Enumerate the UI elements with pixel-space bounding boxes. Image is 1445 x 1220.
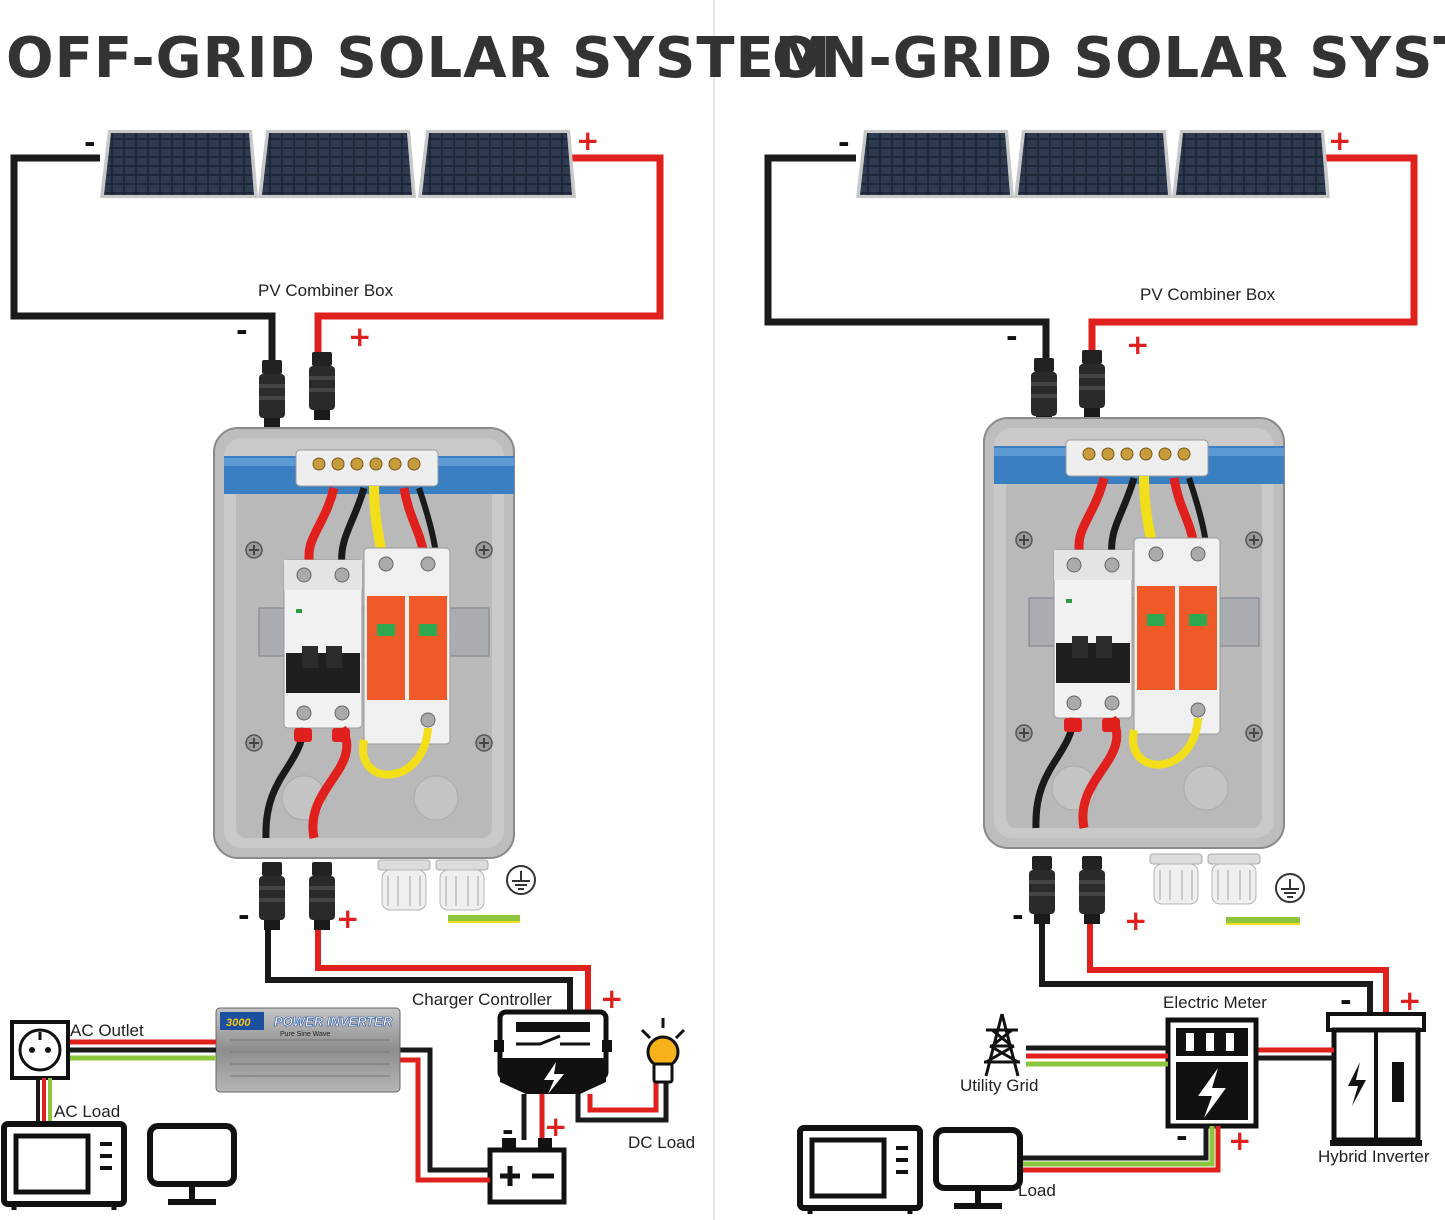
- mc4-connector-icon: [1079, 350, 1105, 418]
- negative-string-wire: [764, 154, 1050, 380]
- off-grid-section: OFF-GRID SOLAR SYSTEM - + PV Combiner Bo…: [4, 26, 832, 1210]
- ground-icon: [1275, 873, 1305, 903]
- output-minus-sign: -: [238, 899, 250, 932]
- dc-load-label: DC Load: [628, 1133, 695, 1152]
- cable-gland-icon: [377, 859, 431, 911]
- panel-minus-sign: -: [838, 126, 850, 159]
- hybrid-plus-sign: +: [1398, 984, 1421, 1017]
- ac-outlet-label: AC Outlet: [70, 1021, 144, 1040]
- combiner-box-label: PV Combiner Box: [258, 281, 394, 300]
- electric-meter-icon: [1165, 1017, 1259, 1129]
- combiner-plus-sign: +: [1126, 328, 1149, 361]
- combiner-box: [984, 418, 1284, 848]
- monitor-icon: [936, 1130, 1020, 1206]
- negative-output-wire: [1039, 924, 1373, 1016]
- on-grid-title: ON-GRID SOLAR SYSTEM: [772, 26, 1445, 91]
- meter-minus-sign: -: [1176, 1120, 1188, 1153]
- electric-meter-label: Electric Meter: [1163, 993, 1267, 1012]
- microwave-icon: [4, 1124, 124, 1210]
- inverter-subtitle: Pure Sine Wave: [280, 1031, 330, 1038]
- solar-panel-icon: [856, 130, 1014, 198]
- load-label: Load: [1018, 1181, 1056, 1200]
- on-grid-section: ON-GRID SOLAR SYSTEM - + PV Combiner Box…: [764, 26, 1445, 1214]
- mc4-connector-icon: [309, 352, 335, 420]
- positive-output-wire: [1087, 924, 1389, 1016]
- utility-tower-icon: [984, 1013, 1020, 1077]
- mc4-connector-icon: [1031, 358, 1057, 426]
- combiner-minus-sign: -: [236, 314, 248, 347]
- light-bulb-icon: [640, 1018, 686, 1084]
- combiner-minus-sign: -: [1006, 320, 1018, 353]
- solar-panel-icon: [1172, 130, 1330, 198]
- negative-output-wire: [265, 930, 573, 1016]
- output-minus-sign: -: [1012, 899, 1024, 932]
- solar-panel-icon: [258, 130, 416, 198]
- battery-plus-sign: +: [544, 1110, 567, 1143]
- mc4-connector-icon: [1079, 856, 1105, 924]
- combiner-box: [214, 428, 514, 858]
- monitor-icon: [150, 1126, 234, 1202]
- battery-icon: [487, 1138, 567, 1205]
- solar-panel-icon: [418, 130, 576, 198]
- mc4-connector-icon: [1029, 856, 1055, 924]
- hybrid-inverter-icon: [1326, 1012, 1426, 1146]
- off-grid-title: OFF-GRID SOLAR SYSTEM: [6, 26, 832, 91]
- dc-load-wire: [575, 1080, 669, 1123]
- microwave-icon: [800, 1128, 920, 1214]
- ac-load-label: AC Load: [54, 1102, 120, 1121]
- power-inverter-icon: [215, 1007, 401, 1093]
- panel-plus-sign: +: [576, 124, 599, 157]
- output-plus-sign: +: [336, 902, 359, 935]
- inverter-brand-text: POWER INVERTER: [274, 1014, 393, 1029]
- hybrid-inverter-label: Hybrid Inverter: [1318, 1147, 1430, 1166]
- combiner-plus-sign: +: [348, 320, 371, 353]
- ground-icon: [506, 865, 536, 895]
- solar-panel-icon: [100, 130, 258, 198]
- meter-plus-sign: +: [1228, 1124, 1251, 1157]
- positive-string-wire: [1088, 154, 1418, 380]
- positive-string-wire: [314, 154, 664, 380]
- charger-plus-sign: +: [600, 982, 623, 1015]
- cable-gland-icon: [435, 859, 489, 911]
- solar-panel-icon: [1014, 130, 1172, 198]
- output-plus-sign: +: [1124, 904, 1147, 937]
- cable-gland-icon: [1207, 853, 1261, 905]
- positive-output-wire: [315, 930, 591, 1016]
- panel-minus-sign: -: [84, 126, 96, 159]
- ac-outlet-icon: [10, 1020, 70, 1080]
- hybrid-minus-sign: -: [1340, 984, 1352, 1017]
- cable-gland-icon: [1149, 853, 1203, 905]
- inverter-badge: 3000: [226, 1017, 251, 1029]
- mc4-connector-icon: [259, 360, 285, 428]
- battery-minus-sign: -: [502, 1114, 514, 1147]
- mc4-connector-icon: [259, 862, 285, 930]
- charger-controller-label: Charger Controller: [412, 990, 552, 1009]
- charger-controller-icon: [494, 1009, 612, 1094]
- mc4-connector-icon: [309, 862, 335, 930]
- utility-grid-label: Utility Grid: [960, 1076, 1038, 1095]
- negative-string-wire: [10, 154, 276, 380]
- combiner-box-label: PV Combiner Box: [1140, 285, 1276, 304]
- panel-plus-sign: +: [1328, 124, 1351, 157]
